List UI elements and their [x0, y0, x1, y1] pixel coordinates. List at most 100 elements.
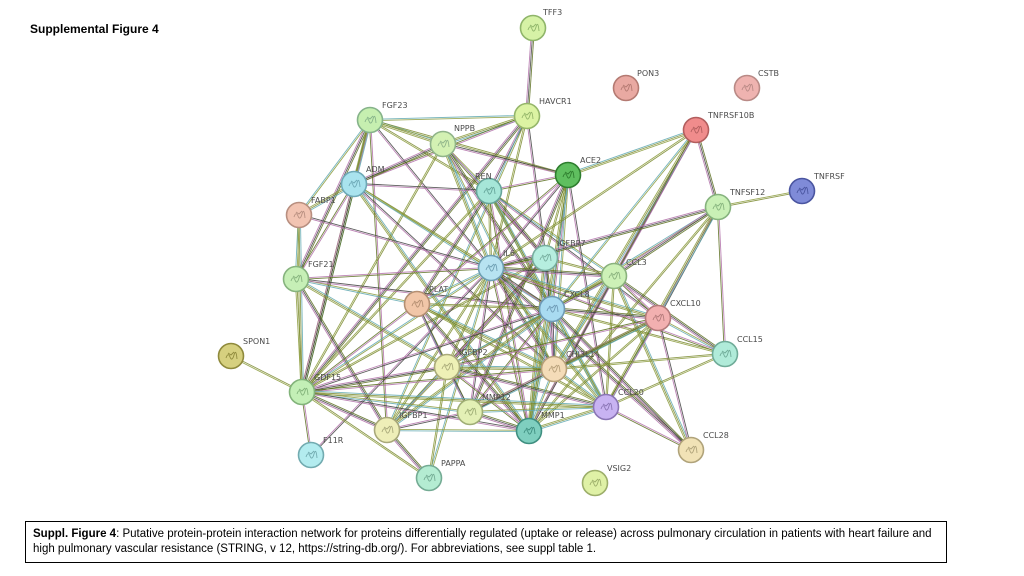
node-circle-igfbp7[interactable] [531, 244, 559, 272]
node-adm[interactable]: ADM [340, 165, 385, 198]
node-circle-gdf15[interactable] [288, 378, 316, 406]
node-circle-fgf23[interactable] [356, 106, 384, 134]
node-circle-nppb[interactable] [429, 130, 457, 158]
node-circle-fgf21[interactable] [282, 265, 310, 293]
node-cxcl10[interactable]: CXCL10 [644, 299, 701, 332]
node-circle-ccl15[interactable] [711, 340, 739, 368]
node-mmp12[interactable]: MMP12 [456, 393, 511, 426]
edge-havcr1-ren [489, 116, 529, 192]
node-tnfsf12[interactable]: TNFSF12 [704, 188, 766, 221]
node-circle-tnfrsf[interactable] [788, 177, 816, 205]
node-label-tnfrsf: TNFRSF [813, 172, 845, 181]
node-cxcl8[interactable]: CXCL8 [538, 290, 590, 323]
node-circle-f11r[interactable] [297, 441, 325, 469]
edge-tnfrsf10b-il6 [491, 130, 697, 269]
node-circle-tff3[interactable] [519, 14, 547, 42]
node-pon3[interactable]: PON3 [612, 69, 660, 102]
protein-structure-icon [608, 271, 621, 280]
protein-structure-icon [293, 210, 306, 219]
edge-ren-ccl3 [489, 190, 615, 276]
node-nppb[interactable]: NPPB [429, 124, 476, 158]
node-chi3l1[interactable]: CHI3L1 [540, 350, 595, 383]
node-circle-pon3[interactable] [612, 74, 640, 102]
edge-nppb-cxcl8 [442, 143, 553, 310]
edge-gdf15-igfbp1 [301, 392, 387, 432]
edge-tnfsf12-il6 [490, 206, 719, 269]
edge-adm-gdf15 [301, 183, 355, 393]
node-circle-mmp1[interactable] [515, 417, 543, 445]
edge-chi3l1-gdf15 [301, 367, 554, 392]
edge-havcr1-gdf15 [301, 115, 528, 393]
node-ccl20[interactable]: CCL20 [592, 388, 644, 421]
node-circle-chi3l1[interactable] [540, 355, 568, 383]
edge-il6-igfbp2 [445, 267, 491, 367]
node-havcr1[interactable]: HAVCR1 [513, 97, 572, 130]
edge-igfbp2-chi3l1 [446, 366, 555, 370]
node-ccl15[interactable]: CCL15 [711, 335, 763, 368]
node-label-il6: IL6 [503, 249, 515, 258]
node-circle-il6[interactable] [477, 254, 505, 282]
edge-il6-gdf15 [302, 268, 492, 393]
node-circle-igfbp2[interactable] [433, 353, 461, 381]
node-circle-havcr1[interactable] [513, 102, 541, 130]
node-circle-ccl20[interactable] [592, 393, 620, 421]
node-circle-ccl28[interactable] [677, 436, 705, 464]
edge-cxcl10-ccl28 [656, 318, 691, 451]
edge-gdf15-mmp1 [301, 392, 529, 433]
node-ren[interactable]: REN [475, 172, 503, 205]
edge-tnfrsf10b-chi3l1 [553, 129, 697, 370]
node-igfbp1[interactable]: IGFBP1 [373, 411, 428, 444]
node-igfbp2[interactable]: IGFBP2 [433, 348, 488, 381]
node-circle-igfbp1[interactable] [373, 416, 401, 444]
node-circle-ace2[interactable] [554, 161, 582, 189]
node-circle-fabp1[interactable] [285, 201, 313, 229]
protein-structure-icon [527, 23, 540, 32]
protein-structure-icon [483, 186, 496, 195]
node-ccl3[interactable]: CCL3 [600, 258, 647, 290]
node-circle-ren[interactable] [475, 177, 503, 205]
node-fgf23[interactable]: FGF23 [356, 101, 408, 134]
edge-gdf15-ccl20 [301, 392, 606, 409]
node-circle-cxcl10[interactable] [644, 304, 672, 332]
edge-havcr1-ren [487, 115, 527, 191]
node-f11r[interactable]: F11R [297, 436, 344, 469]
node-fgf21[interactable]: FGF21 [282, 260, 334, 293]
node-ccl28[interactable]: CCL28 [677, 431, 729, 464]
node-circle-cxcl8[interactable] [538, 295, 566, 323]
node-mmp1[interactable]: MMP1 [515, 411, 565, 445]
node-fabp1[interactable]: FABP1 [285, 196, 336, 229]
edge-il6-igfbp2 [447, 268, 493, 368]
node-tnfrsf[interactable]: TNFRSF [788, 172, 846, 205]
node-tff3[interactable]: TFF3 [519, 8, 563, 42]
edge-plat-cxcl8 [416, 304, 552, 311]
edge-fgf23-fabp1 [299, 120, 371, 216]
edge-ren-mmp1 [489, 190, 531, 431]
node-tnfrsf10b[interactable]: TNFRSF10B [682, 111, 755, 144]
edge-mmp12-igfbp1 [386, 410, 470, 430]
node-circle-cstb[interactable] [733, 74, 761, 102]
node-circle-tnfrsf10b[interactable] [682, 116, 710, 144]
node-label-pon3: PON3 [637, 69, 659, 78]
node-spon1[interactable]: SPON1 [217, 337, 271, 370]
node-circle-ccl3[interactable] [600, 262, 628, 290]
node-igfbp7[interactable]: IGFBP7 [531, 239, 586, 272]
node-cstb[interactable]: CSTB [733, 69, 780, 102]
node-circle-mmp12[interactable] [456, 398, 484, 426]
node-vsig2[interactable]: VSIG2 [581, 464, 632, 497]
node-circle-adm[interactable] [340, 170, 368, 198]
node-il6[interactable]: IL6 [477, 249, 515, 282]
edge-plat-chi3l1 [416, 303, 555, 370]
node-label-mmp1: MMP1 [541, 411, 565, 420]
node-gdf15[interactable]: GDF15 [288, 373, 342, 406]
node-circle-vsig2[interactable] [581, 469, 609, 497]
node-label-chi3l1: CHI3L1 [566, 350, 595, 359]
node-pappa[interactable]: PAPPA [415, 459, 466, 492]
node-plat[interactable]: PLAT [403, 285, 449, 318]
edge-adm-mmp1 [354, 182, 531, 431]
node-circle-spon1[interactable] [217, 342, 245, 370]
node-circle-plat[interactable] [403, 290, 431, 318]
edge-adm-fgf21 [295, 183, 354, 279]
node-ace2[interactable]: ACE2 [554, 156, 602, 189]
node-circle-pappa[interactable] [415, 464, 443, 492]
node-circle-tnfsf12[interactable] [704, 193, 732, 221]
